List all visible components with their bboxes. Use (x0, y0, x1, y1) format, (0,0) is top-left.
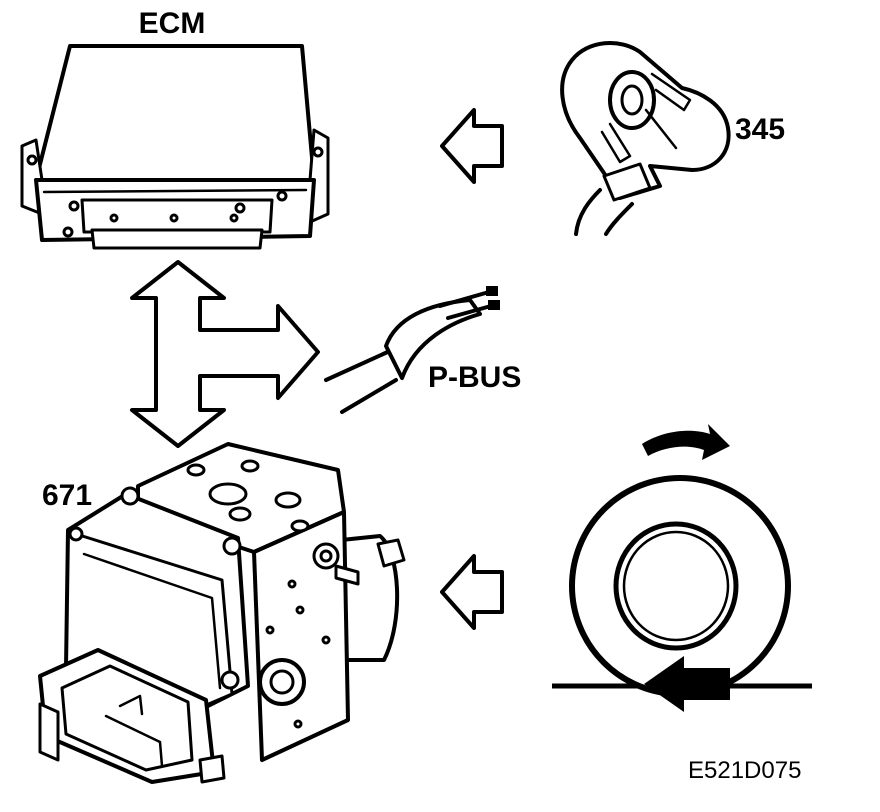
ecm-label: ECM (139, 7, 206, 40)
figure-code: E521D075 (688, 757, 801, 784)
arrow-wheel-to-abs (440, 554, 504, 630)
abs-unit-671-label: 671 (42, 479, 92, 512)
arrow-sensor-to-ecm (440, 108, 504, 184)
sensor-345-icon (560, 41, 731, 236)
communication-arrow (130, 260, 320, 448)
abs-unit-671-icon (38, 442, 406, 784)
sensor-345-label: 345 (735, 113, 785, 146)
wheel-speed-icon (552, 424, 812, 712)
p-bus-label: P-BUS (428, 361, 521, 394)
ecm-control-unit-icon (20, 44, 330, 250)
p-bus-cable-icon (324, 286, 500, 414)
